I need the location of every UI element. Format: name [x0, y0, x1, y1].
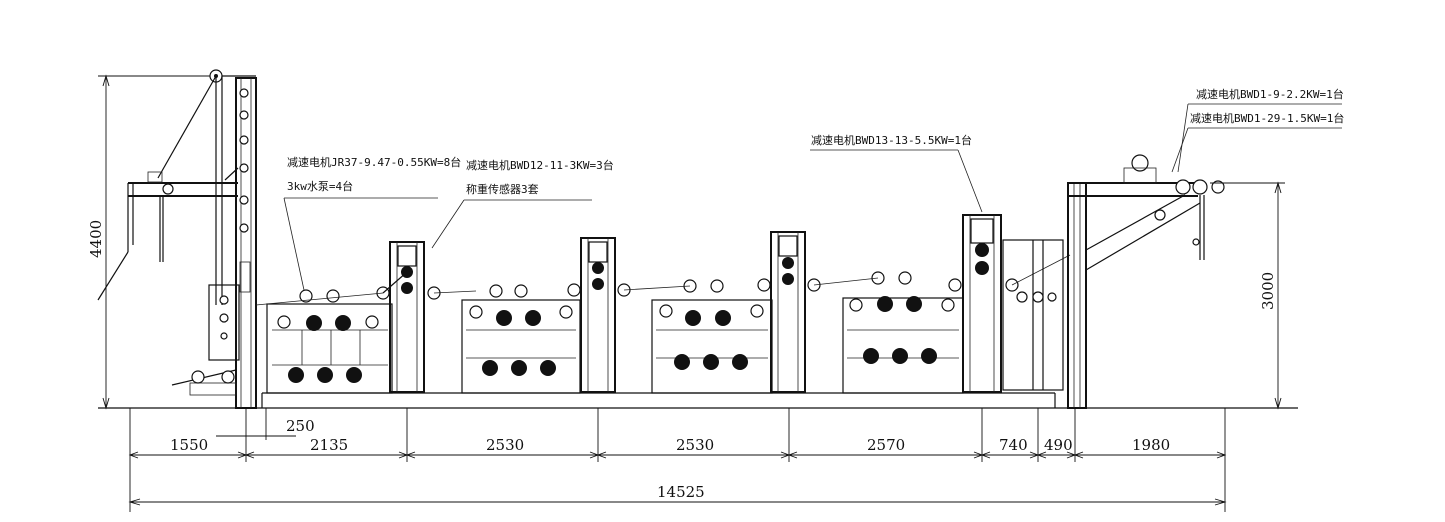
dim-seg-4: 2530	[676, 436, 714, 454]
dim-seg-5: 2570	[867, 436, 905, 454]
dim-seg-8: 1980	[1132, 436, 1170, 454]
dimension-arrows	[128, 451, 1227, 459]
dim-seg-1: 1550	[170, 436, 208, 454]
mangle-tower-4	[948, 214, 1019, 393]
ground-line	[98, 392, 1298, 409]
dim-seg-6: 740	[999, 436, 1028, 454]
annotation-motor-jr: 减速电机JR37-9.47-0.55KW=8台	[287, 155, 461, 169]
dim-seg-7: 490	[1044, 436, 1073, 454]
fabric-path	[255, 254, 1071, 306]
dim-height-right: 3000	[1259, 272, 1277, 310]
annotation-pump: 3kw水泵=4台	[287, 179, 353, 193]
right-plaiting-frame	[1002, 154, 1225, 409]
left-feed-frame	[97, 69, 257, 409]
annotation-motor-bwd1-29: 减速电机BWD1-29-1.5KW=1台	[1190, 111, 1344, 125]
mangle-tower-1	[376, 241, 441, 393]
wash-tank-3	[651, 279, 773, 394]
annotation-motor-bwd12: 减速电机BWD12-11-3KW=3台	[466, 158, 614, 172]
wash-tank-4	[842, 271, 964, 394]
dim-total: 14525	[657, 483, 705, 501]
leader-lines	[283, 103, 1342, 291]
dim-seg-2: 2135	[310, 436, 348, 454]
annotation-sensor: 称重传感器3套	[466, 182, 539, 196]
dimension-lines	[98, 74, 1285, 512]
dim-offset: 250	[286, 417, 315, 435]
annotation-motor-bwd13: 减速电机BWD13-13-5.5KW=1台	[811, 133, 972, 147]
annotation-motor-bwd1-9: 减速电机BWD1-9-2.2KW=1台	[1196, 87, 1344, 101]
dim-seg-3: 2530	[486, 436, 524, 454]
dim-height-left: 4400	[87, 220, 105, 258]
mangle-tower-3	[757, 231, 821, 393]
wash-tank-1	[266, 289, 393, 394]
wash-tank-2	[461, 284, 581, 394]
mangle-tower-2	[567, 237, 631, 393]
